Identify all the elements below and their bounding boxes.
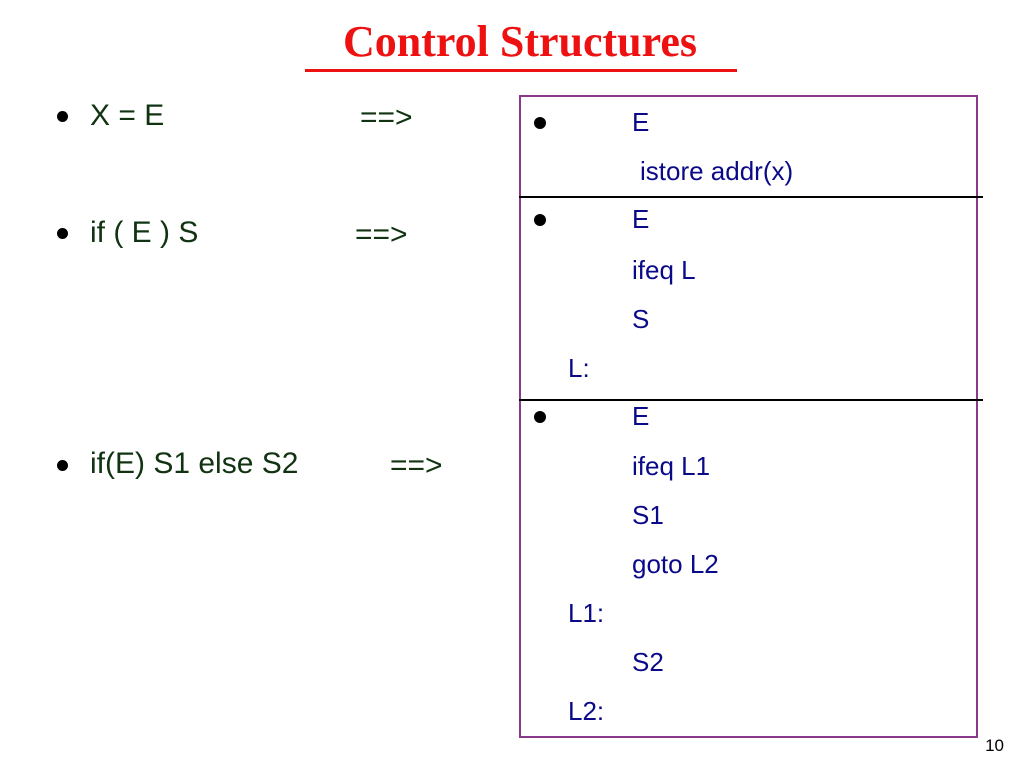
rule-if-else-arrow: ==> xyxy=(390,449,443,482)
code-bullet-icon xyxy=(534,411,546,423)
code-box xyxy=(519,95,978,738)
rule-assign-construct: X = E xyxy=(90,99,165,132)
code-line: E xyxy=(632,401,650,431)
code-line: ifeq L1 xyxy=(632,451,711,481)
code-line: S xyxy=(632,304,650,334)
code-divider xyxy=(519,196,983,198)
code-line: S2 xyxy=(632,647,664,677)
code-bullet-icon xyxy=(534,214,546,226)
page-number: 10 xyxy=(985,736,1004,755)
code-line: istore addr(x) xyxy=(640,156,794,186)
rule-if-construct: if ( E ) S xyxy=(90,216,199,249)
code-line: S1 xyxy=(632,500,664,530)
rule-if-arrow: ==> xyxy=(355,218,408,251)
code-line: E xyxy=(632,204,650,234)
rule-assign-arrow: ==> xyxy=(360,101,413,134)
code-line: ifeq L xyxy=(632,255,696,285)
code-line: L: xyxy=(568,353,590,383)
code-line: goto L2 xyxy=(632,549,719,579)
code-line: E xyxy=(632,107,650,137)
bullet-icon xyxy=(57,111,68,122)
rule-if-else-construct: if(E) S1 else S2 xyxy=(90,447,299,480)
code-line: L2: xyxy=(568,696,605,726)
bullet-icon xyxy=(57,228,68,239)
bullet-icon xyxy=(57,460,68,471)
slide-title: Control Structures xyxy=(342,17,698,66)
code-line: L1: xyxy=(568,598,605,628)
code-bullet-icon xyxy=(534,117,546,129)
code-divider xyxy=(519,399,983,401)
title-underline xyxy=(305,69,737,72)
